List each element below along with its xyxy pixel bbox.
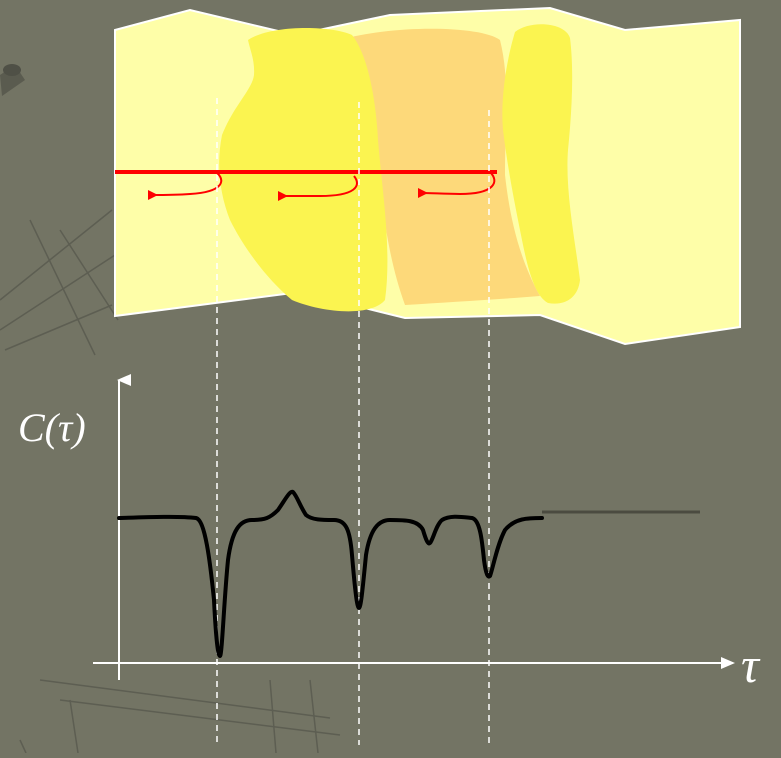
x-axis-label: τ [741,640,759,690]
correlation-curve [119,492,542,656]
y-axis-label: C(τ) [18,408,86,448]
background-cylinder-icon [0,64,25,96]
